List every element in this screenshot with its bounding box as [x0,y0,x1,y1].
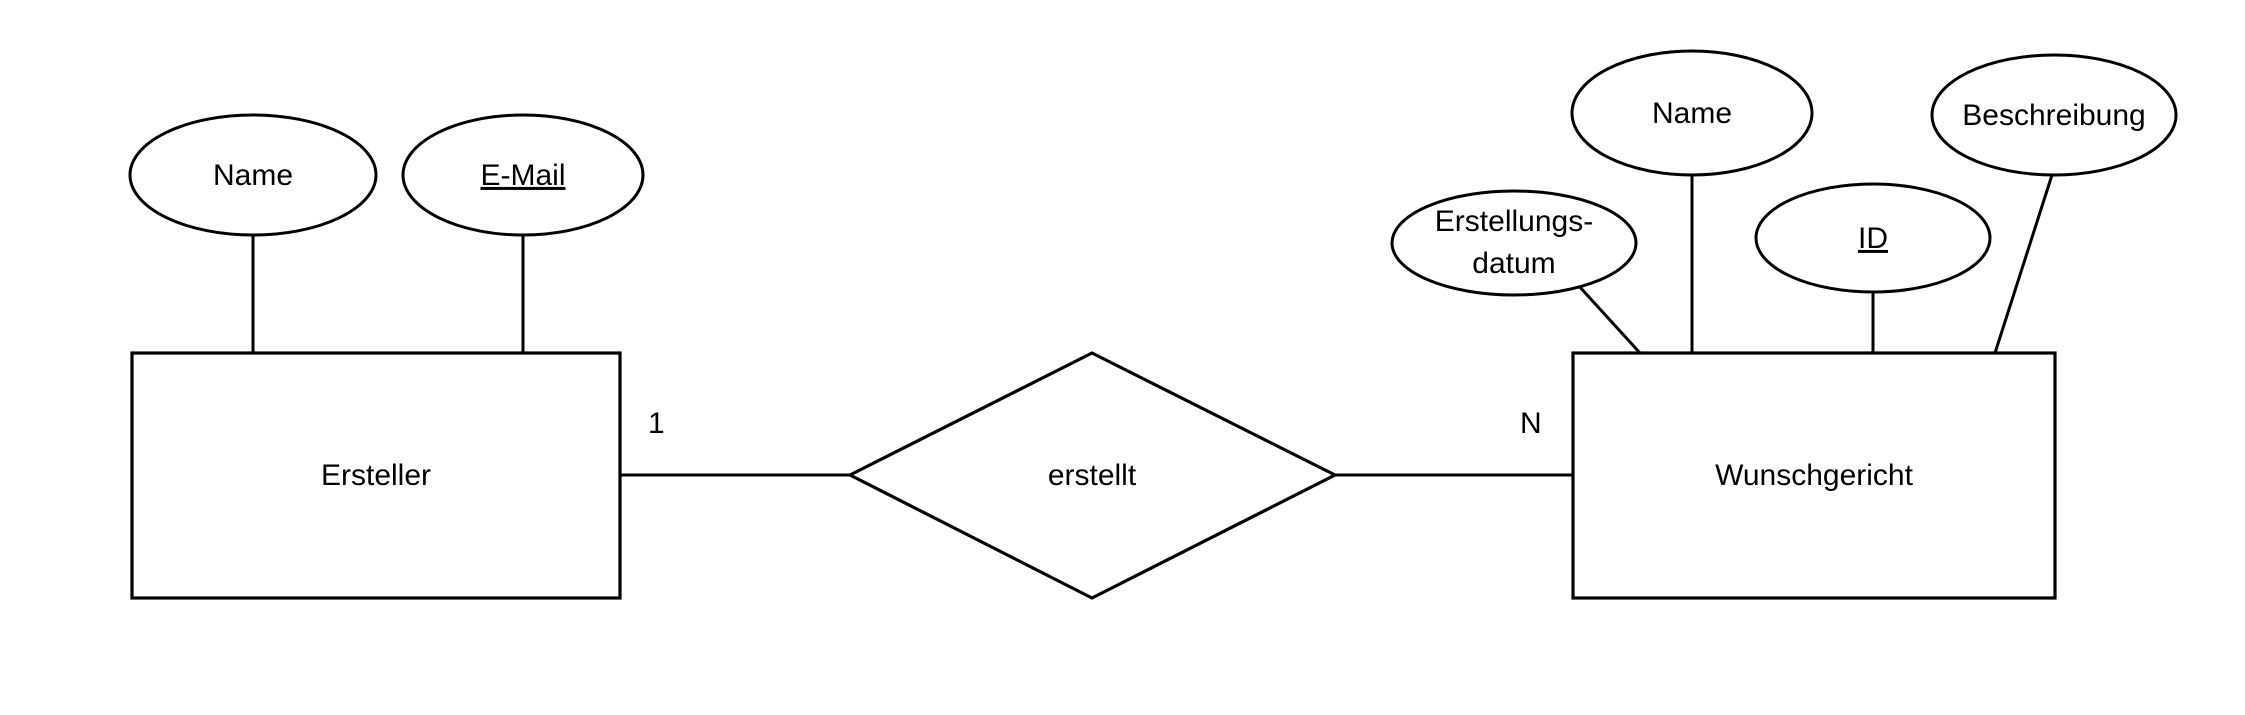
attribute-wunschgericht-name[interactable]: Name [1570,49,1814,177]
entity-wunschgericht[interactable]: Wunschgericht [1571,351,2057,600]
attribute-wunschgericht-erstellungsdatum[interactable]: Erstellungs- datum [1390,189,1638,297]
attribute-wunschgericht-name-ellipse[interactable] [1570,49,1814,177]
relationship-erstellt-diamond[interactable] [846,351,1339,600]
cardinality-label-right: N [1520,407,1542,440]
connector-lines [251,174,2054,477]
attribute-wunschgericht-beschreibung-ellipse[interactable] [1930,53,2178,177]
attribute-wunschgericht-id-label: ID [1858,222,1888,255]
cardinality-label-left: 1 [648,407,665,440]
attribute-ersteller-name-label: Name [213,159,293,192]
attribute-wunschgericht-erstellungsdatum-label-line2: datum [1472,247,1555,280]
attribute-ersteller-name[interactable]: Name [128,113,378,237]
entity-ersteller[interactable]: Ersteller [130,351,622,600]
entity-ersteller-box[interactable] [130,351,622,600]
attribute-wunschgericht-erstellungsdatum-label-line1: Erstellungs- [1435,205,1593,238]
attribute-ersteller-name-ellipse[interactable] [128,113,378,237]
relationship-erstellt-label: erstellt [1048,459,1137,492]
entity-wunschgericht-box[interactable] [1571,351,2057,600]
connector-wunschgericht-beschreibung [1993,174,2054,354]
attribute-ersteller-email-label: E-Mail [480,159,565,192]
entity-ersteller-label: Ersteller [321,459,431,492]
attribute-ersteller-email[interactable]: E-Mail [401,113,645,237]
attribute-wunschgericht-id-ellipse[interactable] [1754,182,1992,294]
entity-wunschgericht-label: Wunschgericht [1715,459,1914,492]
attribute-wunschgericht-beschreibung-label: Beschreibung [1962,99,2145,132]
attribute-wunschgericht-name-label: Name [1652,97,1732,130]
connector-wunschgericht-erstellungsdatum [1576,283,1642,355]
attribute-wunschgericht-id[interactable]: ID [1754,182,1992,294]
attribute-ersteller-email-ellipse[interactable] [401,113,645,237]
attribute-wunschgericht-beschreibung[interactable]: Beschreibung [1930,53,2178,177]
relationship-erstellt[interactable]: erstellt [846,351,1339,600]
attribute-wunschgericht-erstellungsdatum-ellipse[interactable] [1390,189,1638,297]
